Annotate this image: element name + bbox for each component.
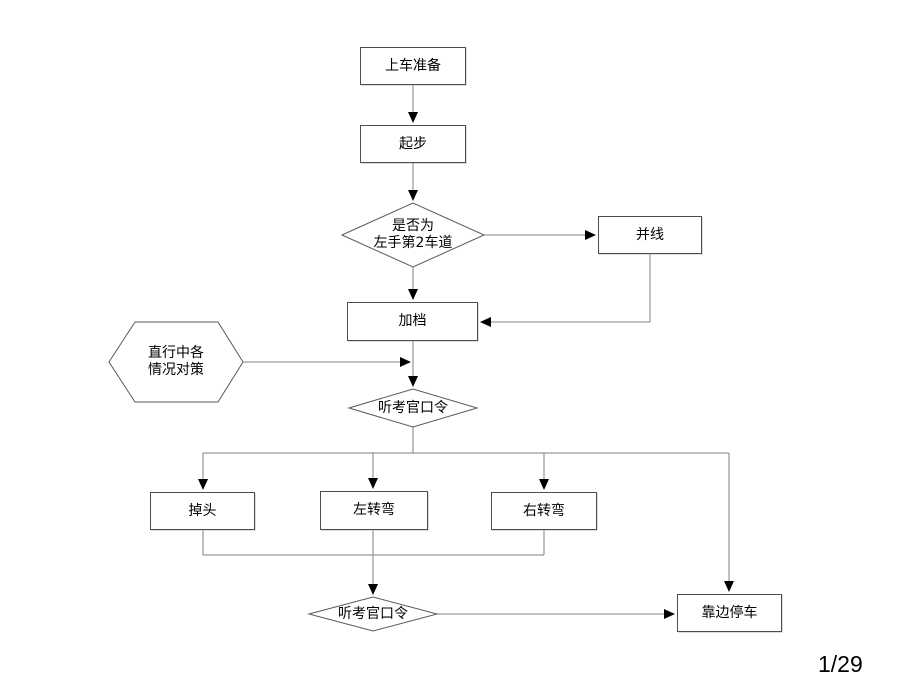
process-box-shift-up: 加档 [347, 302, 478, 341]
connector-merge-shiftup [480, 254, 651, 327]
decision-shape-command1 [347, 388, 479, 428]
process-box-right-turn: 右转弯 [491, 492, 597, 530]
process-box-merge: 并线 [598, 216, 702, 254]
process-box-u-turn: 掉头 [150, 492, 255, 530]
process-box-prepare: 上车准备 [360, 47, 466, 85]
decision-shape-command2 [307, 596, 439, 632]
process-box-left-turn: 左转弯 [320, 491, 428, 530]
hexagon-shape-straight-strategy [108, 321, 244, 403]
page-number: 1/29 [818, 651, 863, 677]
process-box-pull-over: 靠边停车 [677, 594, 782, 632]
process-box-start: 起步 [360, 125, 466, 163]
decision-shape-lane [340, 202, 486, 268]
